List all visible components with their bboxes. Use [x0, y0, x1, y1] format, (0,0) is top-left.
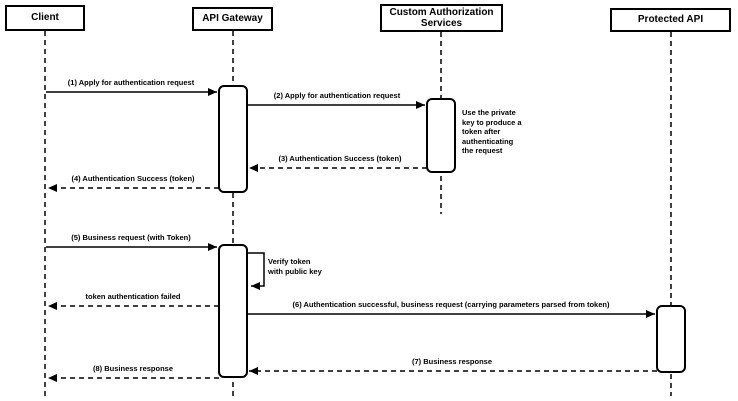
participant-api-gateway-label: API Gateway — [202, 13, 263, 25]
activation-protected-api — [656, 305, 686, 373]
participant-protected-api-label: Protected API — [637, 14, 704, 26]
message-label-2: (2) Apply for authentication request — [273, 91, 401, 100]
message-label-1: (1) Apply for authentication request — [67, 78, 195, 87]
message-label-token-failed: token authentication failed — [85, 292, 181, 301]
note-private-key: Use the private key to produce a token a… — [462, 108, 522, 155]
participant-client-label: Client — [31, 12, 59, 24]
participant-custom-authorization-services-label: Custom Authorization Services — [389, 6, 494, 30]
message-label-6: (6) Authentication successful, business … — [292, 300, 610, 309]
activation-api-gateway-business — [218, 244, 248, 378]
participant-client: Client — [5, 5, 85, 31]
participant-api-gateway: API Gateway — [192, 7, 273, 31]
participant-protected-api: Protected API — [610, 8, 731, 32]
activation-api-gateway-auth — [218, 85, 248, 193]
message-label-8: (8) Business response — [92, 364, 174, 373]
message-label-4: (4) Authentication Success (token) — [71, 174, 195, 183]
message-label-3: (3) Authentication Success (token) — [278, 154, 402, 163]
activation-custom-authorization-services — [426, 98, 456, 173]
message-label-7: (7) Business response — [411, 357, 493, 366]
message-label-5: (5) Business request (with Token) — [71, 233, 191, 242]
self-message-label: Verify token with public key — [268, 257, 322, 276]
arrow-self-verify-token — [248, 252, 265, 290]
participant-custom-authorization-services: Custom Authorization Services — [380, 4, 503, 32]
